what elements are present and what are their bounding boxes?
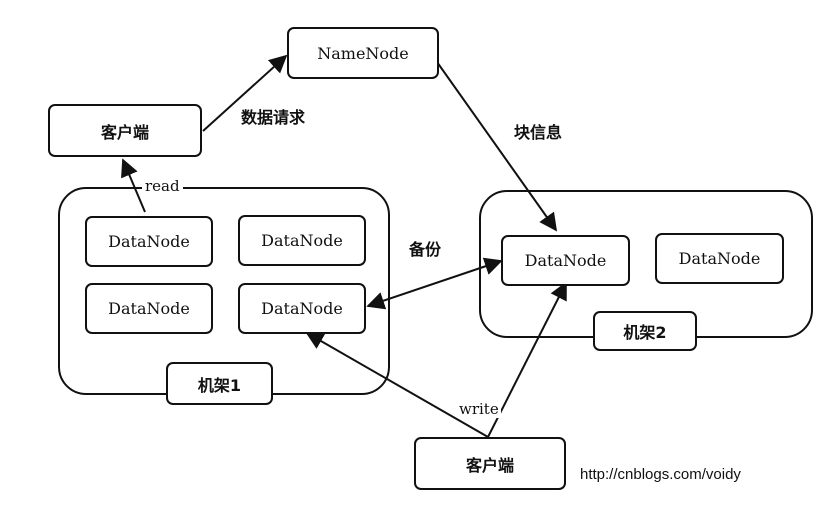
client-bottom-label: 客户端 bbox=[465, 455, 514, 475]
datanode-r1-2: DataNode bbox=[238, 215, 366, 266]
arrow-backup bbox=[366, 257, 503, 310]
rack-2-label-box: 机架2 bbox=[593, 311, 697, 351]
datanode-label: DataNode bbox=[108, 232, 190, 251]
datanode-r1-1: DataNode bbox=[85, 216, 213, 267]
namenode-label: NameNode bbox=[317, 43, 409, 63]
edge-label-data-request: 数据请求 bbox=[241, 108, 306, 127]
arrow-write-rack1 bbox=[305, 332, 489, 438]
edge-label-backup: 备份 bbox=[409, 240, 442, 259]
arrow-block-info bbox=[436, 61, 558, 232]
datanode-r2-1: DataNode bbox=[501, 235, 630, 286]
datanode-label: DataNode bbox=[261, 299, 343, 318]
rack-1-label-box: 机架1 bbox=[166, 362, 273, 405]
datanode-r1-3: DataNode bbox=[85, 283, 213, 334]
arrow-data-request bbox=[202, 54, 288, 132]
arrow-write-rack2 bbox=[487, 281, 567, 438]
edge-label-write: write bbox=[457, 400, 501, 418]
client-bottom-box: 客户端 bbox=[414, 437, 566, 490]
rack-1-label: 机架1 bbox=[197, 375, 242, 395]
client-top-box: 客户端 bbox=[48, 104, 202, 157]
client-top-label: 客户端 bbox=[100, 122, 149, 142]
datanode-label: DataNode bbox=[678, 249, 761, 268]
arrow-read bbox=[121, 158, 146, 213]
edge-label-read: read bbox=[142, 177, 183, 195]
watermark-url: http://cnblogs.com/voidy bbox=[580, 466, 741, 483]
rack-2-label: 机架2 bbox=[623, 323, 667, 342]
datanode-r2-2: DataNode bbox=[655, 233, 784, 284]
namenode-box: NameNode bbox=[287, 27, 439, 79]
datanode-r1-4: DataNode bbox=[238, 283, 366, 334]
edge-label-block-info: 块信息 bbox=[514, 123, 563, 142]
datanode-label: DataNode bbox=[524, 251, 607, 270]
datanode-label: DataNode bbox=[108, 299, 190, 318]
datanode-label: DataNode bbox=[261, 231, 343, 250]
